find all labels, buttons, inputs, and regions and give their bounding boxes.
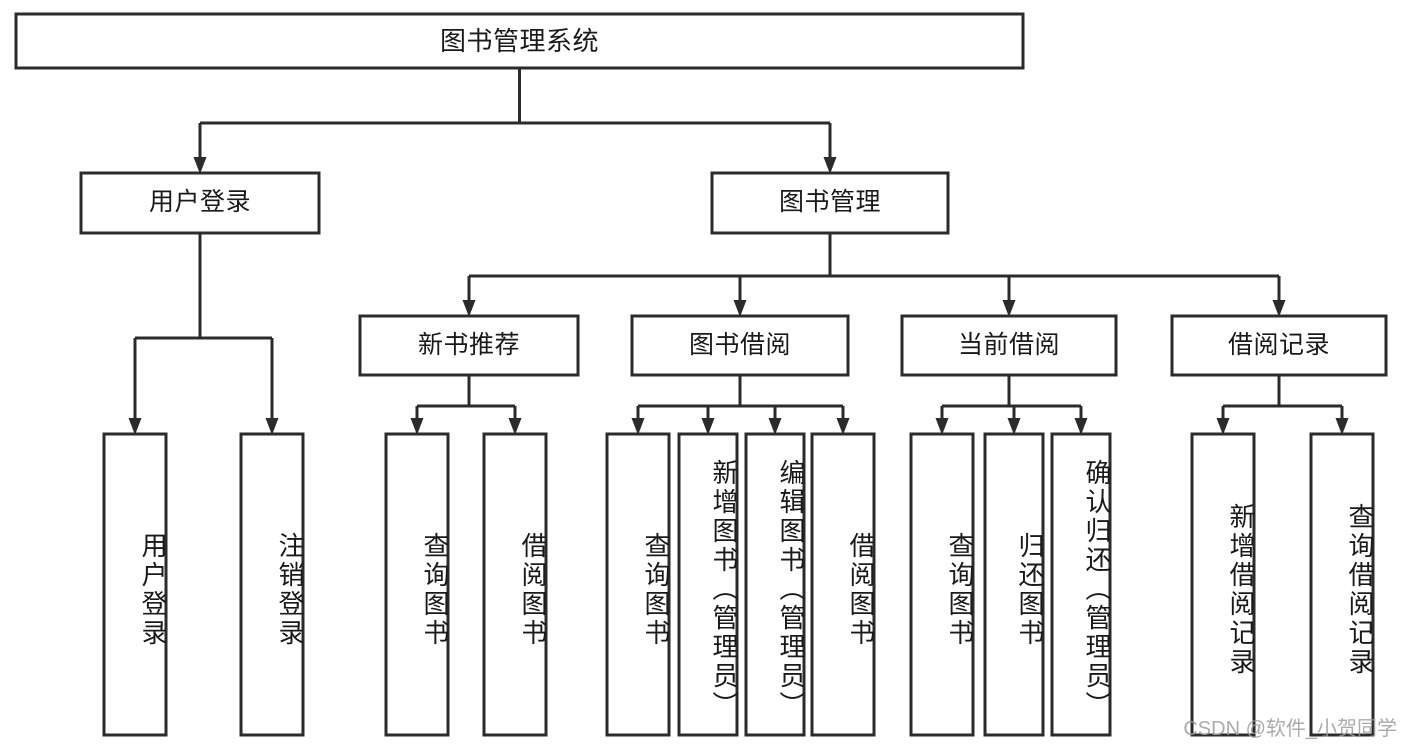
node-box-leaf-add-book-admin — [677, 432, 739, 737]
arrow-head-leaf-borrow-book-recommend — [508, 418, 522, 435]
arrow-head-leaf-query-borrow-record — [1335, 418, 1349, 435]
arrow-head-new-book-recommend — [462, 300, 476, 317]
node-box-current-borrow — [900, 314, 1118, 377]
arrow-head-leaf-add-book-admin — [701, 418, 715, 435]
arrow-head-leaf-edit-book-admin — [768, 418, 782, 435]
csdn-watermark: CSDN @软件_小贺同学 — [1183, 718, 1397, 740]
arrow-head-user-login — [193, 157, 207, 174]
node-box-user-login — [79, 171, 321, 235]
arrow-head-book-management — [823, 157, 837, 174]
node-box-leaf-query-book-recommend — [384, 432, 450, 737]
node-box-book-borrow — [630, 314, 850, 377]
node-box-leaf-logout-login — [239, 432, 305, 737]
arrow-head-leaf-query-book-current — [935, 418, 949, 435]
node-box-root — [14, 12, 1025, 70]
node-box-new-book-recommend — [358, 314, 580, 377]
node-box-leaf-query-book-borrow — [605, 432, 671, 737]
node-box-leaf-confirm-return-admin — [1050, 432, 1112, 737]
arrow-head-leaf-user-login — [128, 418, 142, 435]
arrow-head-leaf-query-book-recommend — [410, 418, 424, 435]
node-box-leaf-edit-book-admin — [744, 432, 806, 737]
node-box-leaf-query-book-current — [909, 432, 975, 737]
arrow-head-leaf-logout-login — [265, 418, 279, 435]
node-box-leaf-return-book — [983, 432, 1045, 737]
arrow-head-leaf-add-borrow-record — [1216, 418, 1230, 435]
arrow-head-leaf-borrow-book — [836, 418, 850, 435]
node-box-leaf-query-borrow-record — [1309, 432, 1375, 737]
node-box-book-management — [710, 171, 950, 235]
node-box-leaf-borrow-book-recommend — [482, 432, 548, 737]
node-box-leaf-add-borrow-record — [1190, 432, 1256, 737]
node-box-leaf-borrow-book — [810, 432, 876, 737]
arrow-head-leaf-return-book — [1007, 418, 1021, 435]
boxes-layer — [14, 12, 1388, 737]
arrow-head-leaf-query-book-borrow — [631, 418, 645, 435]
arrow-head-leaf-confirm-return-admin — [1074, 418, 1088, 435]
node-box-borrow-record — [1170, 314, 1388, 377]
arrow-head-borrow-record — [1272, 300, 1286, 317]
edges-layer — [128, 68, 1349, 435]
arrow-head-current-borrow — [1002, 300, 1016, 317]
node-box-leaf-user-login — [102, 432, 168, 737]
arrow-head-book-borrow — [733, 300, 747, 317]
